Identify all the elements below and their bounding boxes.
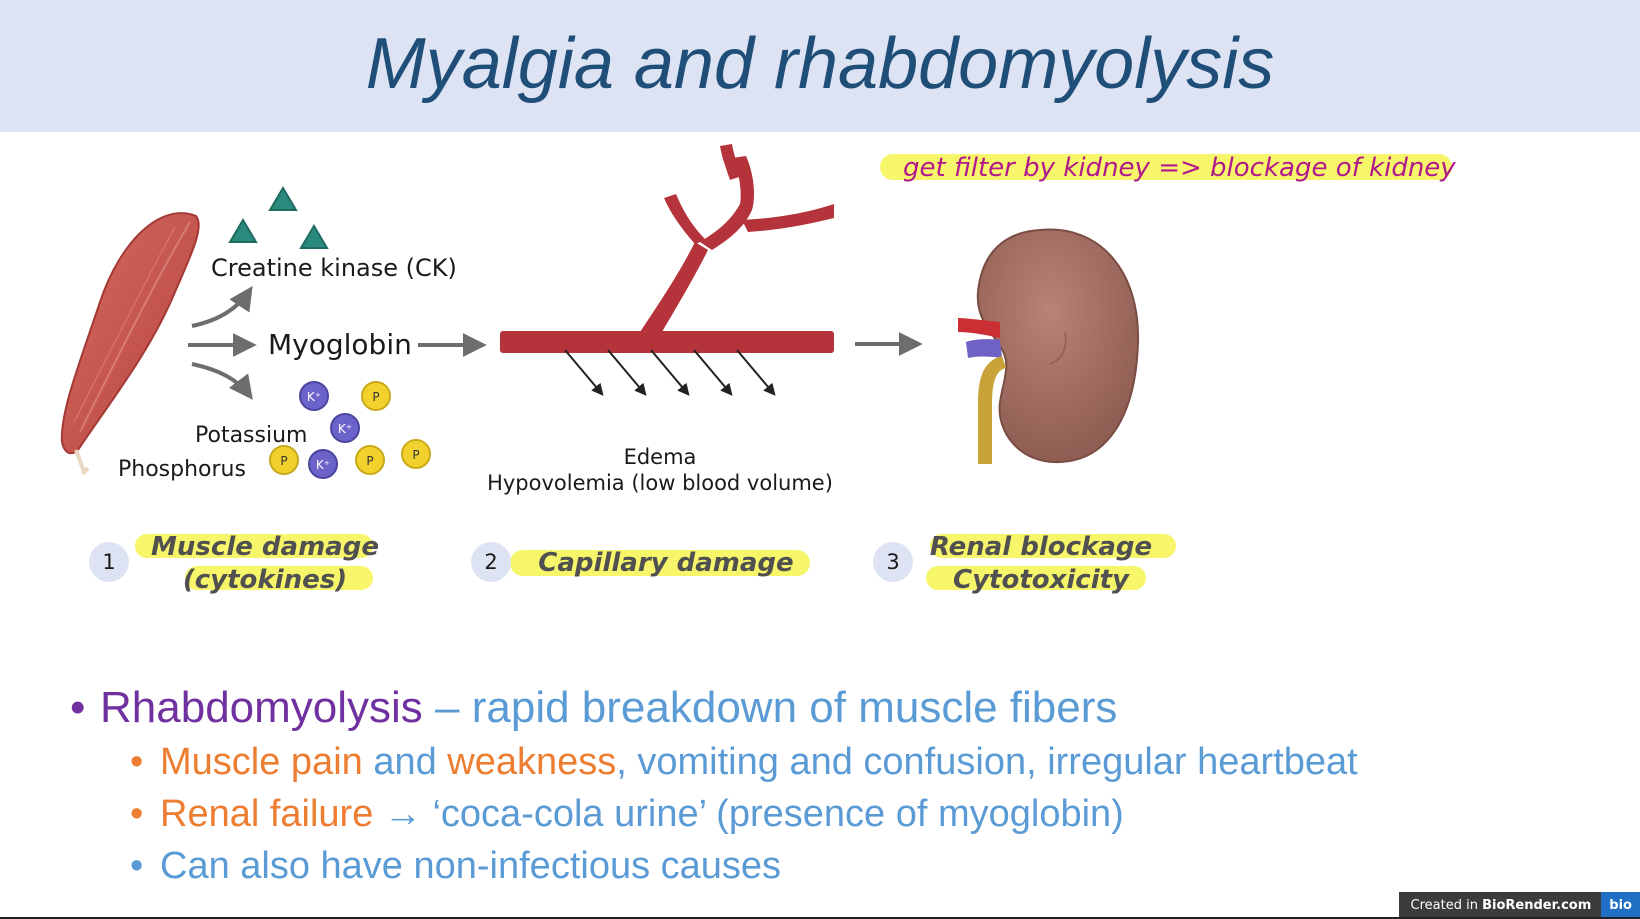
ion-k-1-label: K⁺: [307, 390, 321, 404]
ion-k-3-label: K⁺: [316, 458, 330, 472]
edema-label: Edema: [624, 445, 697, 469]
step-3: 3 Renal blockage Cytotoxicity: [873, 532, 1176, 595]
bottom-rule: [0, 917, 1640, 919]
step-3-number: 3: [886, 550, 899, 574]
step-3-highlight-2: [926, 566, 1146, 590]
symptom-and: and: [362, 741, 448, 783]
kidney-icon: [958, 228, 1140, 464]
watermark-text: Created in BioRender.com: [1399, 898, 1602, 913]
potassium-label: Potassium: [195, 423, 307, 448]
watermark-brand: BioRender.com: [1482, 898, 1592, 913]
step-1-number: 1: [102, 550, 115, 574]
phosphorus-label: Phosphorus: [118, 457, 246, 482]
ion-p-2: P: [269, 445, 299, 475]
bullet-dot: •: [70, 683, 86, 732]
symptom-others: , vomiting and confusion, irregular hear…: [616, 741, 1358, 783]
step-3-line2: Cytotoxicity: [953, 565, 1130, 595]
creatine-kinase-icon: [228, 186, 329, 249]
arrow-to-ck: [191, 286, 253, 328]
ion-p-3-label: P: [366, 454, 373, 468]
handwritten-note: get filter by kidney => blockage of kidn…: [903, 153, 1456, 183]
edema-arrows: [564, 349, 776, 396]
step-1-line1: Muscle damage: [151, 532, 379, 562]
muscle-icon: [60, 212, 200, 476]
bullet-renal: • Renal failure → ‘coca-cola urine’ (pres…: [70, 788, 1610, 840]
capillary-icon: [500, 144, 834, 353]
step-3-line1: Renal blockage: [930, 532, 1152, 562]
renal-failure-detail: → ‘coca-cola urine’ (presence of myoglob…: [373, 793, 1124, 835]
bullet-main: • Rhabdomyolysis – rapid breakdown of mus…: [70, 680, 1610, 736]
symptom-weakness: weakness: [447, 741, 617, 783]
ion-p-3: P: [355, 445, 385, 475]
note-highlight: [880, 154, 1452, 180]
step-2-number: 2: [484, 550, 497, 574]
watermark-prefix: Created in: [1410, 898, 1483, 913]
ion-k-2: K⁺: [330, 413, 360, 443]
step-1-line2: (cytokines): [183, 565, 347, 595]
step-1-highlight-2: [185, 566, 373, 590]
title-band: [0, 0, 1640, 132]
rhabdomyolysis-term: Rhabdomyolysis: [100, 683, 423, 732]
ion-k-3: K⁺: [308, 449, 338, 479]
ion-p-4: P: [401, 439, 431, 469]
biorender-watermark[interactable]: Created in BioRender.com bio: [1398, 892, 1640, 919]
ion-p-1-label: P: [372, 390, 379, 404]
slide-title: Myalgia and rhabdomyolysis: [365, 24, 1275, 104]
bullet-symptoms: • Muscle pain and weakness, vomiting and …: [70, 736, 1610, 788]
bullet-list: • Rhabdomyolysis – rapid breakdown of mus…: [70, 680, 1610, 892]
biorender-logo-icon: bio: [1601, 892, 1640, 919]
step-2: 2 Capillary damage: [471, 542, 810, 582]
ion-p-4-label: P: [412, 448, 419, 462]
renal-failure-term: Renal failure: [160, 793, 374, 835]
ion-p-2-label: P: [280, 454, 287, 468]
myoglobin-label: Myoglobin: [268, 328, 412, 361]
creatine-kinase-label: Creatine kinase (CK): [211, 254, 457, 282]
ion-k-2-label: K⁺: [338, 422, 352, 436]
hypovolemia-label: Hypovolemia (low blood volume): [487, 471, 833, 495]
step-2-line1: Capillary damage: [538, 548, 793, 578]
bullet-dot: •: [130, 793, 144, 835]
symptom-muscle-pain: Muscle pain: [160, 741, 363, 783]
non-infectious-causes: Can also have non-infectious causes: [160, 845, 782, 887]
step-1-highlight: [135, 534, 373, 558]
bullet-causes: • Can also have non-infectious causes: [70, 840, 1610, 892]
step-3-highlight: [930, 534, 1176, 558]
step-1: 1 Muscle damage (cytokines): [89, 532, 379, 595]
ion-p-1: P: [361, 381, 391, 411]
step-2-highlight: [510, 550, 810, 576]
bullet-dot: •: [130, 845, 144, 887]
bullet-dot: •: [130, 741, 144, 783]
rhabdomyolysis-definition: – rapid breakdown of muscle fibers: [422, 683, 1118, 732]
rhabdomyolysis-diagram: get filter by kidney => blockage of kidn…: [60, 144, 1456, 595]
arrow-to-ions: [191, 362, 253, 400]
ion-k-1: K⁺: [299, 381, 329, 411]
